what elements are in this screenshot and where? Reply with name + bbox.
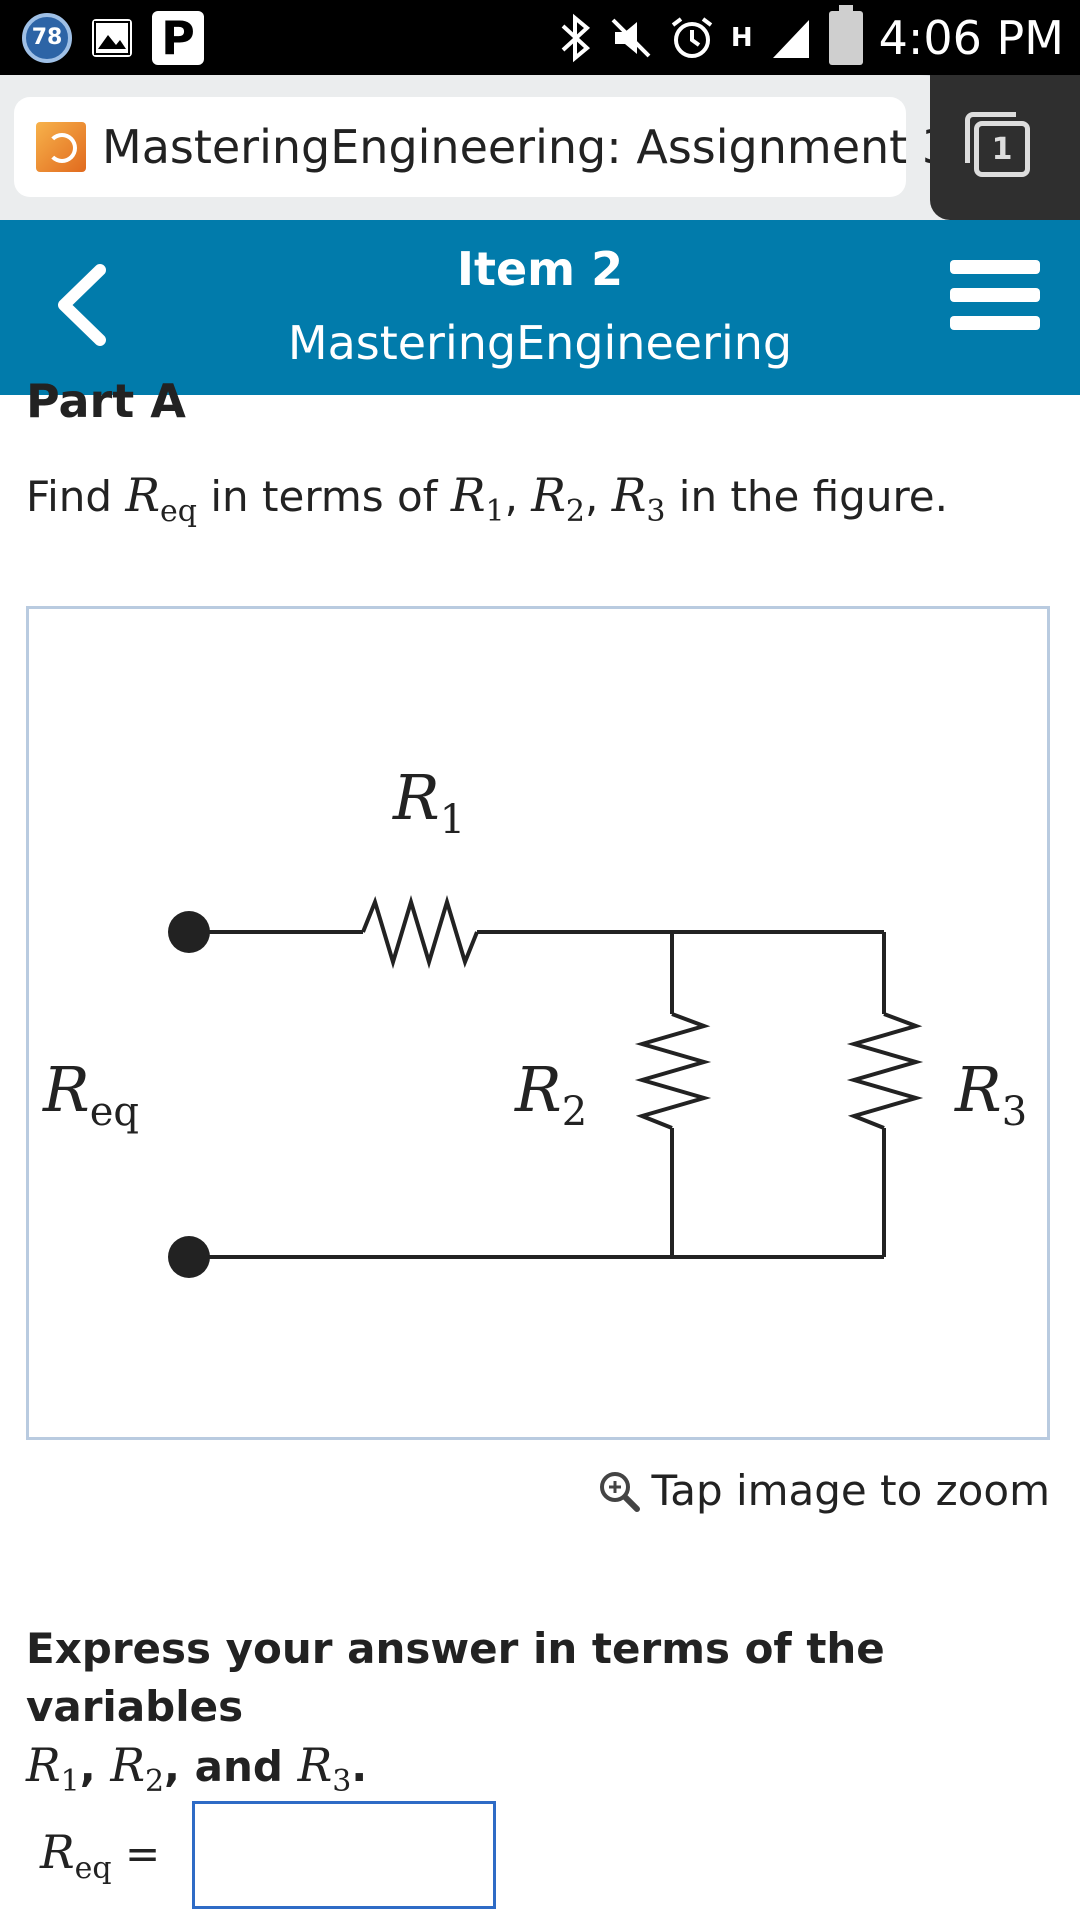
instruction-text: , and <box>164 1742 298 1791</box>
alarm-icon <box>671 17 713 58</box>
req-symbol: R <box>40 1824 75 1879</box>
r2-symbol: R <box>110 1738 145 1792</box>
favicon-icon <box>36 122 86 172</box>
resistor-r1 <box>361 895 479 969</box>
menu-bar <box>950 316 1040 330</box>
circuit-diagram: R1 R2 R3 Req <box>42 761 1027 1278</box>
instruction-line2: R1, R2, and R3. <box>26 1736 1056 1811</box>
r1-symbol: R <box>26 1738 61 1792</box>
label-req-sub: eq <box>90 1089 139 1135</box>
notification-badge-icon: 78 <box>22 12 72 63</box>
answer-row: Req = <box>40 1800 497 1910</box>
status-bar-right: H 4:06 PM <box>559 5 1064 70</box>
r1-subscript: 1 <box>60 1764 80 1799</box>
label-r2-sub: 2 <box>562 1089 587 1135</box>
label-req: R <box>42 1053 90 1126</box>
battery-icon <box>828 5 863 65</box>
r3-symbol: R <box>297 1738 333 1792</box>
prompt-text: in the figure. <box>665 472 948 521</box>
circuit-figure[interactable]: R1 R2 R3 Req <box>26 606 1050 1440</box>
address-bar[interactable]: MasteringEngineering: Assignment 3 <box>14 97 951 197</box>
network-h-icon: H <box>730 23 753 53</box>
answer-label: Req = <box>40 1825 160 1886</box>
r3-subscript: 3 <box>646 494 666 529</box>
bluetooth-icon <box>561 13 590 63</box>
terminal-top <box>168 911 210 953</box>
clock: 4:06 PM <box>878 11 1064 65</box>
prompt-text: , <box>504 472 532 521</box>
instruction-line1: Express your answer in terms of the vari… <box>26 1624 885 1731</box>
menu-button[interactable] <box>950 260 1040 350</box>
label-r1-sub: 1 <box>440 797 465 843</box>
label-r3: R <box>954 1053 1002 1126</box>
status-bar: 78 P H 4:06 PM <box>0 0 1080 75</box>
tab-title: MasteringEngineering: Assignment 3 <box>102 120 952 174</box>
svg-text:R1: R1 <box>392 761 465 843</box>
prompt-text: Find <box>26 472 126 521</box>
question-prompt: Find Req in terms of R1, R2, R3 in the f… <box>26 468 948 529</box>
zoom-hint[interactable]: Tap image to zoom <box>598 1466 1051 1515</box>
req-symbol: R <box>125 468 161 522</box>
chevron-left-icon <box>58 264 106 346</box>
zoom-hint-text: Tap image to zoom <box>651 1466 1051 1515</box>
menu-bar <box>950 288 1040 302</box>
r2-symbol: R <box>531 468 566 522</box>
browser-tab-bar: MasteringEngineering: Assignment 3 1 <box>0 75 1080 220</box>
instruction-text: , <box>79 1742 111 1791</box>
r3-symbol: R <box>611 468 647 522</box>
req-subscript: eq <box>74 1850 112 1886</box>
svg-text:Req: Req <box>42 1053 139 1135</box>
svg-text:R3: R3 <box>954 1053 1027 1135</box>
resistor-r2 <box>634 1012 712 1130</box>
terminal-bottom <box>168 1236 210 1278</box>
answer-input[interactable] <box>192 1801 497 1909</box>
page-subtitle: MasteringEngineering <box>287 316 793 370</box>
prompt-text: , <box>585 472 612 521</box>
instruction-text: . <box>351 1742 368 1791</box>
label-r2: R <box>514 1053 562 1126</box>
prompt-text: in terms of <box>197 472 451 521</box>
menu-bar <box>950 260 1040 274</box>
status-bar-left: 78 P <box>22 10 204 65</box>
label-r3-sub: 3 <box>1002 1089 1027 1135</box>
app-header: Item 2 MasteringEngineering <box>0 220 1080 395</box>
tab-count-icon: 1 <box>965 112 1030 177</box>
page-title: Item 2 <box>456 242 624 296</box>
svg-text:R2: R2 <box>514 1053 587 1135</box>
resistor-r3 <box>846 1012 924 1130</box>
part-title: Part A <box>26 374 186 422</box>
r2-subscript: 2 <box>144 1764 165 1799</box>
back-button[interactable] <box>30 250 140 360</box>
signal-icon <box>772 20 809 58</box>
tab-switcher-button[interactable]: 1 <box>930 75 1080 220</box>
r1-subscript: 1 <box>485 494 505 529</box>
label-r1: R <box>392 761 440 834</box>
r3-subscript: 3 <box>332 1764 352 1799</box>
answer-instruction: Express your answer in terms of the vari… <box>26 1620 1056 1811</box>
parking-app-icon: P <box>152 10 204 65</box>
r2-subscript: 2 <box>565 494 585 529</box>
image-icon <box>92 18 132 57</box>
zoom-in-icon <box>599 1471 640 1512</box>
r1-symbol: R <box>450 468 486 522</box>
vibrate-icon <box>611 18 651 58</box>
req-subscript: eq <box>160 494 198 529</box>
equals-sign: = <box>111 1828 161 1878</box>
